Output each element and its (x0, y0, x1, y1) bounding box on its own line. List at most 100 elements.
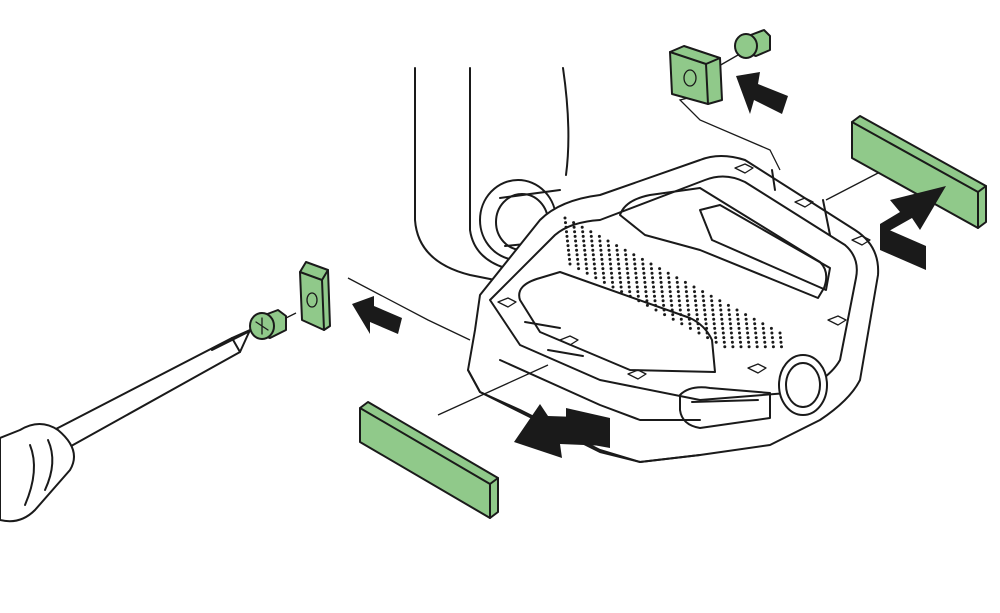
grip-dot (747, 345, 751, 349)
grip-dot (620, 290, 624, 294)
grip-dot (711, 313, 715, 317)
grip-dot (761, 326, 765, 330)
grip-dot (642, 276, 646, 280)
grip-dot (710, 303, 714, 307)
grip-dot (660, 285, 664, 289)
grip-dot (679, 317, 683, 321)
reflector-clip-top (669, 45, 723, 105)
clip-screw-top (734, 29, 771, 59)
grip-dot (667, 276, 671, 280)
grip-dot (585, 271, 589, 275)
grip-dot (720, 317, 724, 321)
grip-dot (714, 340, 718, 344)
grip-dot (736, 313, 739, 317)
grip-dot (730, 336, 734, 340)
reflector-front (359, 401, 499, 519)
grip-dot (727, 308, 731, 312)
grip-dot (658, 267, 662, 271)
grip-dot (643, 285, 647, 289)
grip-dot (591, 248, 595, 252)
grip-dot (627, 285, 631, 289)
grip-dot (761, 322, 765, 326)
grip-dot (602, 276, 606, 280)
grip-dot (635, 280, 639, 284)
grip-dot (745, 322, 749, 326)
grip-dot (651, 276, 654, 280)
grip-dot (565, 234, 569, 238)
grip-dot (600, 262, 604, 266)
grip-dot (728, 322, 732, 326)
grip-dot (632, 253, 636, 257)
grip-dot (572, 221, 576, 225)
grip-dot (763, 345, 767, 349)
grip-dot (676, 285, 680, 289)
grip-dot (780, 345, 783, 349)
grip-dot (705, 331, 709, 335)
grip-dot (574, 239, 578, 243)
grip-dot (609, 262, 612, 266)
grip-dot (746, 331, 750, 335)
grip-dot (616, 253, 620, 257)
grip-dot (624, 253, 628, 257)
grip-dot (738, 336, 742, 340)
grip-dot (747, 340, 751, 344)
grip-dot (721, 326, 725, 330)
grip-dot (626, 271, 630, 275)
grip-dot (590, 244, 594, 248)
grip-dot (633, 267, 637, 271)
grip-dot (642, 271, 646, 275)
grip-dot (628, 294, 632, 298)
grip-dot (652, 290, 656, 294)
grip-dot (706, 336, 710, 340)
grip-dot (693, 290, 696, 294)
grip-dot (659, 280, 663, 284)
grip-dot (684, 285, 688, 289)
grip-dot (615, 248, 619, 252)
grip-dot (606, 239, 610, 243)
grip-dot (574, 244, 578, 248)
grip-dot (617, 262, 621, 266)
grip-dot (653, 294, 656, 298)
grip-dot (573, 234, 577, 238)
grip-dot (687, 317, 691, 321)
screwdriver (0, 329, 251, 523)
grip-dot (696, 317, 699, 321)
grip-dot (711, 308, 715, 312)
grip-dot (671, 317, 675, 321)
grip-dot (735, 308, 739, 312)
grip-dot (671, 313, 675, 317)
grip-dot (670, 303, 674, 307)
grip-dot (581, 234, 585, 238)
grip-dot (739, 340, 742, 344)
grip-dot (701, 290, 705, 294)
grip-dot (718, 299, 722, 303)
grip-dot (744, 313, 748, 317)
grip-dot (592, 257, 596, 261)
grip-dot (662, 303, 666, 307)
grip-dot (686, 308, 690, 312)
grip-dot (650, 271, 654, 275)
grip-dot (754, 336, 758, 340)
grip-dot (704, 317, 708, 321)
grip-dot (576, 262, 580, 266)
grip-dot (599, 253, 603, 257)
grip-dot (702, 303, 706, 307)
grip-dot (607, 248, 611, 252)
grip-dot (728, 317, 732, 321)
grip-dot (662, 308, 666, 312)
grip-dot (564, 221, 567, 225)
grip-dot (608, 253, 611, 257)
arrow-right-icon (736, 72, 788, 114)
grip-dot (661, 299, 665, 303)
grip-dot (565, 230, 568, 234)
arrow-right-icon (352, 296, 402, 334)
grip-dot (640, 257, 644, 261)
grip-dot (668, 285, 672, 289)
grip-dot (650, 267, 653, 271)
grip-dot (745, 326, 749, 330)
grip-dot (593, 267, 597, 271)
grip-dot (752, 317, 756, 321)
grip-dot (723, 345, 727, 349)
arrow-up-right-icon (880, 186, 946, 270)
grip-dot (643, 280, 647, 284)
